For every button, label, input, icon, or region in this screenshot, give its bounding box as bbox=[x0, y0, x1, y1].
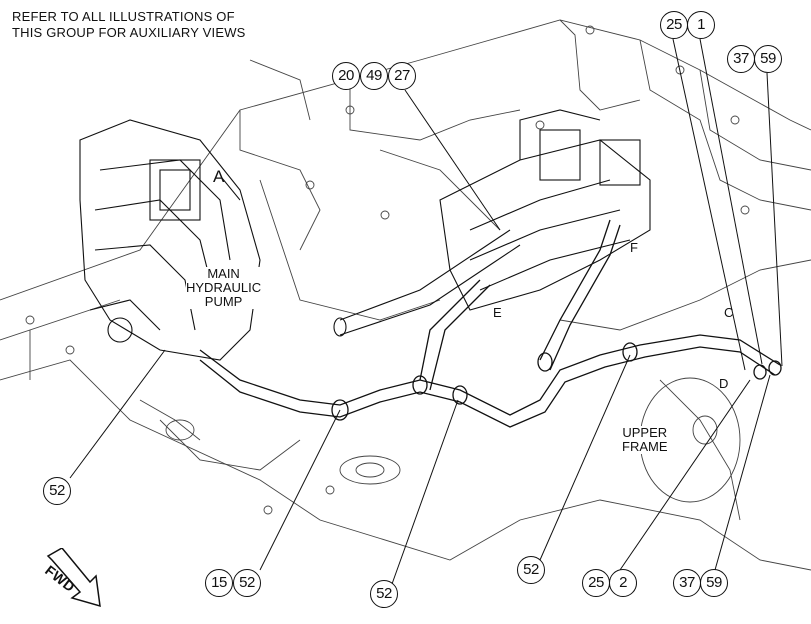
callout-25-top: 25 bbox=[660, 11, 688, 39]
callout-59-bottom: 59 bbox=[700, 569, 728, 597]
callout-2-bottom: 2 bbox=[609, 569, 637, 597]
view-letter-c: C bbox=[724, 305, 734, 320]
callout-37-bottom: 37 bbox=[673, 569, 701, 597]
main-hydraulic-pump bbox=[79, 119, 261, 361]
callout-59-top: 59 bbox=[754, 45, 782, 73]
callout-52-bottom-center: 52 bbox=[370, 580, 398, 608]
view-letter-f: F bbox=[630, 240, 638, 255]
auxiliary-views-note: REFER TO ALL ILLUSTRATIONS OF THIS GROUP… bbox=[12, 9, 246, 41]
forward-arrow-icon bbox=[46, 548, 101, 608]
callout-25-bottom: 25 bbox=[582, 569, 610, 597]
note-line-1: REFER TO ALL ILLUSTRATIONS OF bbox=[12, 9, 235, 24]
leader-lines bbox=[69, 38, 783, 585]
view-letter-d: D bbox=[719, 376, 729, 391]
callout-52-left: 52 bbox=[43, 477, 71, 505]
callout-20: 20 bbox=[332, 62, 360, 90]
callout-27: 27 bbox=[388, 62, 416, 90]
main-hydraulic-pump-label: MAIN HYDRAULIC PUMP bbox=[186, 266, 262, 309]
view-letter-e: E bbox=[493, 305, 502, 320]
upper-frame-label: UPPER FRAME bbox=[622, 425, 668, 454]
callout-52-bottom-left: 52 bbox=[233, 569, 261, 597]
callout-49: 49 bbox=[360, 62, 388, 90]
callout-52-bottom-right: 52 bbox=[517, 556, 545, 584]
callout-37-top: 37 bbox=[727, 45, 755, 73]
main-control-valve bbox=[439, 109, 651, 311]
callout-1-top: 1 bbox=[687, 11, 715, 39]
note-line-2: THIS GROUP FOR AUXILIARY VIEWS bbox=[12, 25, 246, 40]
hose-bundle bbox=[199, 219, 782, 428]
suction-tube bbox=[333, 229, 521, 337]
callout-15: 15 bbox=[205, 569, 233, 597]
frame-outline bbox=[0, 19, 811, 571]
view-letter-a: A bbox=[213, 167, 225, 186]
